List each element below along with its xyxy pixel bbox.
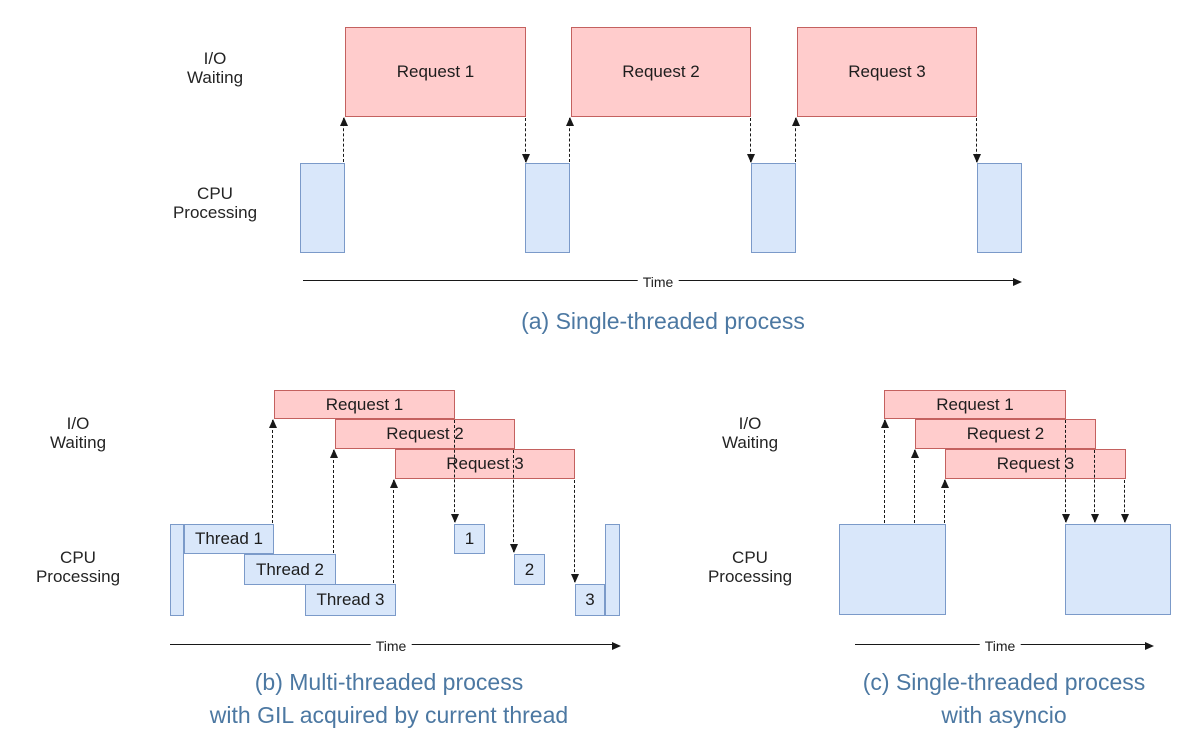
arrowhead-down-icon (510, 544, 519, 553)
arrowhead-down-icon (1091, 514, 1100, 523)
request-2-box: Request 2 (915, 419, 1096, 449)
thread-2-box: Thread 2 (244, 554, 336, 585)
arrowhead-up-icon (340, 117, 349, 126)
io-complete-arrow-1 (451, 420, 460, 523)
io-start-arrow-1 (340, 117, 349, 162)
arrowhead-down-icon (522, 154, 531, 163)
caption-c: (c) Single-threaded process with asyncio (804, 666, 1198, 732)
cpu-processing-label: CPU Processing (172, 184, 258, 222)
cpu-processing-label: CPU Processing (707, 548, 793, 586)
arrowhead-down-icon (1121, 514, 1130, 523)
caption-b-line2: with GIL acquired by current thread (209, 702, 569, 728)
io-waiting-label: I/O Waiting (49, 414, 107, 452)
request-3-box: Request 3 (797, 27, 977, 117)
cpu-burst-box-4 (977, 163, 1022, 253)
arrowhead-up-icon (566, 117, 575, 126)
io-complete-arrow-2 (1091, 450, 1100, 523)
request-3-box: Request 3 (395, 449, 575, 479)
caption-c-line2: with asyncio (941, 702, 1067, 728)
thread-1-box: Thread 1 (184, 524, 274, 554)
cpu-block-box-2 (1065, 524, 1171, 615)
time-axis-arrowhead-icon (612, 641, 621, 650)
cpu-block-box-1 (839, 524, 946, 615)
time-axis-label: Time (979, 637, 1021, 654)
arrowhead-down-icon (747, 154, 756, 163)
arrowhead-up-icon (330, 449, 339, 458)
gil-bar-left (170, 524, 184, 616)
caption-b-line1: (b) Multi-threaded process (254, 669, 524, 695)
io-complete-arrow-1 (1062, 420, 1071, 523)
arrowhead-down-icon (973, 154, 982, 163)
io-complete-arrow-3 (1121, 480, 1130, 523)
cpu-processing-label: CPU Processing (35, 548, 121, 586)
request-1-box: Request 1 (884, 390, 1066, 419)
cpu-burst-box-3 (751, 163, 796, 253)
time-axis-label: Time (370, 637, 412, 654)
time-axis: Time (303, 273, 1022, 290)
io-start-arrow-2 (330, 449, 339, 553)
io-start-arrow-2 (566, 117, 575, 162)
request-3-box: Request 3 (945, 449, 1126, 479)
request-1-box: Request 1 (274, 390, 455, 419)
time-axis: Time (855, 637, 1154, 654)
completion-1-box: 1 (454, 524, 485, 554)
io-start-arrow-2 (911, 449, 920, 523)
time-axis: Time (170, 637, 621, 654)
thread-3-box: Thread 3 (305, 584, 396, 616)
arrowhead-up-icon (269, 419, 278, 428)
completion-2-box: 2 (514, 554, 545, 585)
arrowhead-down-icon (1062, 514, 1071, 523)
caption-c-line1: (c) Single-threaded process (862, 669, 1146, 695)
io-start-arrow-1 (881, 419, 890, 523)
io-waiting-label: I/O Waiting (721, 414, 779, 452)
arrowhead-up-icon (881, 419, 890, 428)
completion-3-box: 3 (575, 584, 605, 616)
io-start-arrow-3 (390, 479, 399, 583)
caption-a: (a) Single-threaded process (521, 308, 805, 334)
io-start-arrow-3 (941, 479, 950, 523)
io-complete-arrow-3 (571, 480, 580, 583)
io-complete-arrow-2 (747, 118, 756, 163)
gil-bar-right (605, 524, 620, 616)
arrowhead-up-icon (941, 479, 950, 488)
request-1-box: Request 1 (345, 27, 526, 117)
io-waiting-label: I/O Waiting (186, 49, 244, 87)
request-2-box: Request 2 (571, 27, 751, 117)
time-axis-label: Time (637, 273, 679, 290)
time-axis-arrowhead-icon (1145, 641, 1154, 650)
io-complete-arrow-3 (973, 118, 982, 163)
io-complete-arrow-2 (510, 450, 519, 553)
arrowhead-up-icon (792, 117, 801, 126)
io-start-arrow-1 (269, 419, 278, 523)
arrowhead-down-icon (571, 574, 580, 583)
io-start-arrow-3 (792, 117, 801, 162)
arrowhead-down-icon (451, 514, 460, 523)
caption-b: (b) Multi-threaded process with GIL acqu… (114, 666, 664, 732)
time-axis-arrowhead-icon (1013, 277, 1022, 286)
io-complete-arrow-1 (522, 118, 531, 163)
arrowhead-up-icon (911, 449, 920, 458)
request-2-box: Request 2 (335, 419, 515, 449)
arrowhead-up-icon (390, 479, 399, 488)
cpu-burst-box-1 (300, 163, 345, 253)
cpu-burst-box-2 (525, 163, 570, 253)
